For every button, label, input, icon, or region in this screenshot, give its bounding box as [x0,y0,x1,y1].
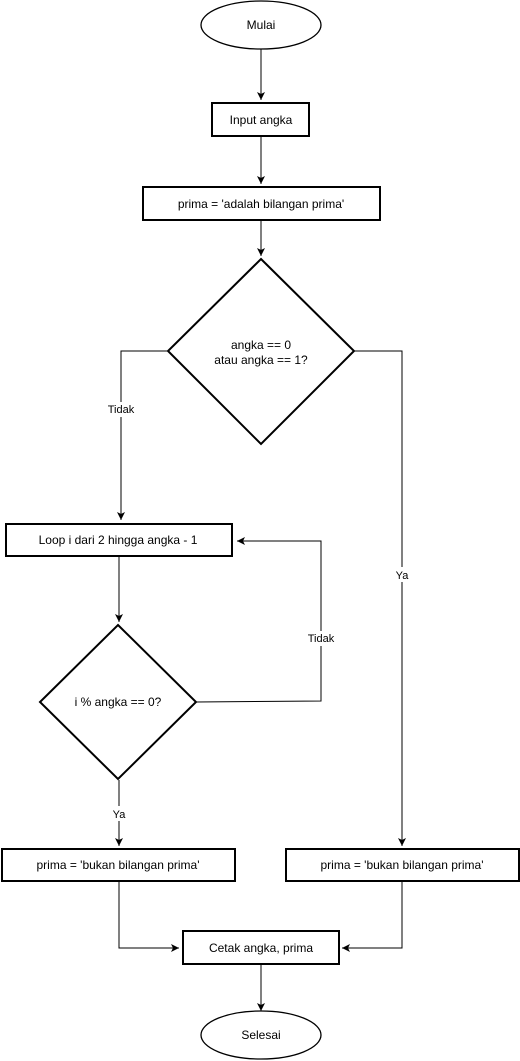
print-label: Cetak angka, prima [209,941,313,955]
edge-decision-no-to-loop [117,350,168,520]
end-label: Selesai [241,1028,280,1042]
node-not-prime-right: prima = 'bukan bilangan prima' [285,848,520,882]
decision-mod-label: i % angka == 0? [75,695,162,709]
init-label: prima = 'adalah bilangan prima' [178,197,344,211]
edge-right-to-print [342,882,403,952]
node-decision-zero-one: angka == 0 atau angka == 1? [166,257,356,446]
node-loop: Loop i dari 2 hingga angka - 1 [5,523,233,557]
label-tidak-mod: Tidak [308,633,335,645]
edge-decision-yes-to-right [354,350,406,846]
node-print: Cetak angka, prima [182,930,340,965]
node-end: Selesai [200,1010,322,1060]
node-input: Input angka [211,102,310,137]
not-prime-left-label: prima = 'bukan bilangan prima' [36,858,199,872]
decision-zero-one-line-2: atau angka == 1? [214,353,308,367]
label-ya-zero-one: Ya [396,570,410,582]
edge-labels: Tidak Ya Tidak Ya [104,402,412,821]
label-ya-mod: Ya [113,809,127,821]
input-label: Input angka [230,113,293,127]
decision-zero-one-line-1: angka == 0 [231,338,291,352]
not-prime-right-label: prima = 'bukan bilangan prima' [320,858,483,872]
edge-mod-no-to-loop [195,537,322,703]
edges [115,49,406,1011]
node-decision-mod: i % angka == 0? [38,623,198,781]
node-start: Mulai [200,0,322,50]
edge-left-to-print [118,882,179,952]
node-not-prime-left: prima = 'bukan bilangan prima' [1,848,236,882]
loop-label: Loop i dari 2 hingga angka - 1 [39,533,198,547]
node-init: prima = 'adalah bilangan prima' [142,186,381,221]
start-label: Mulai [247,18,276,32]
label-tidak-zero-one: Tidak [108,404,135,416]
